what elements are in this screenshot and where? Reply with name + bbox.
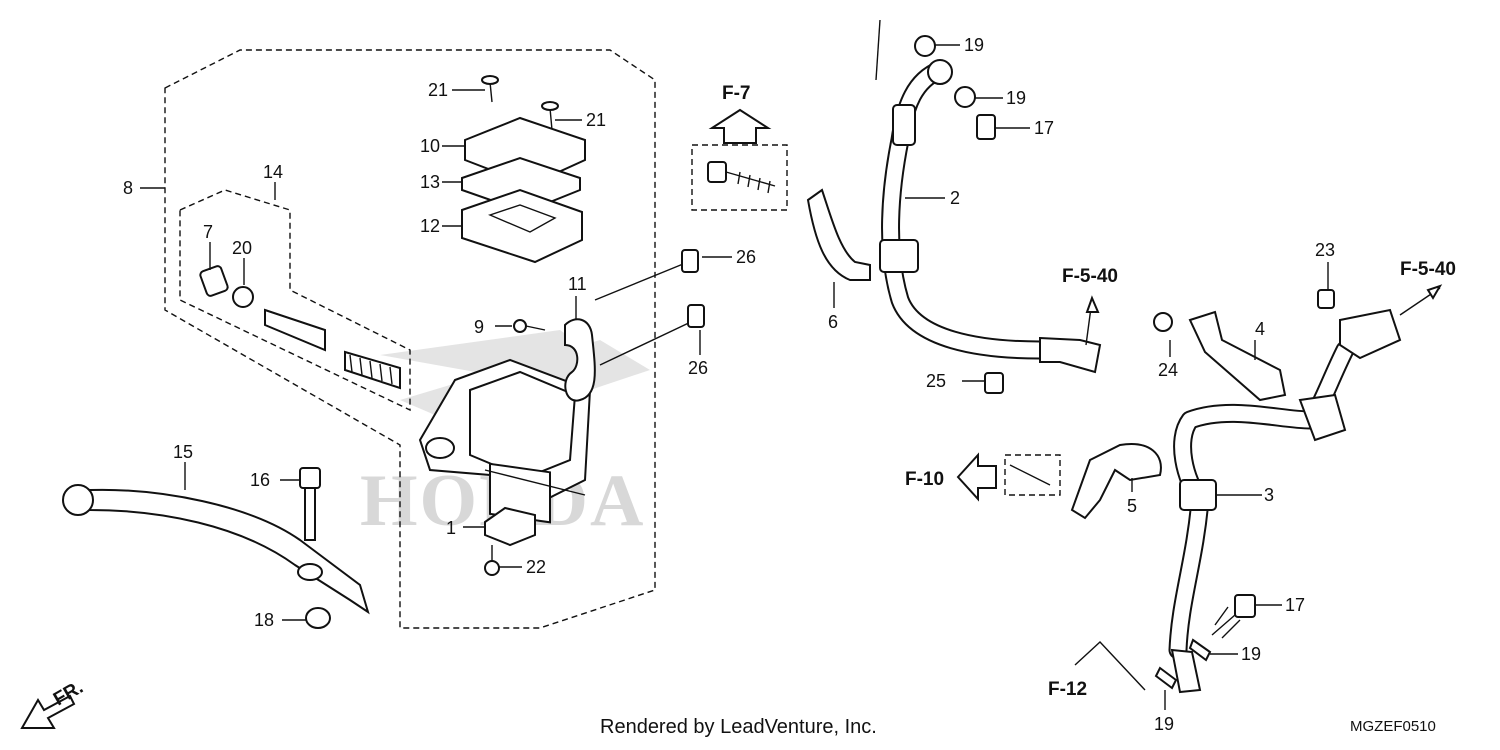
diagram-code: MGZEF0510 (1350, 718, 1436, 735)
callout-10: 10 (420, 136, 440, 156)
callout-17-upper: 17 (1034, 118, 1054, 138)
f7-bolt (707, 161, 776, 194)
clamp-bolts (594, 249, 705, 366)
callout-22: 22 (526, 557, 546, 577)
callout-17-lower: 17 (1285, 595, 1305, 615)
piston-kit (199, 265, 401, 390)
ref-f5-40-left: F-5-40 (1062, 266, 1118, 287)
callout-13: 13 (420, 172, 440, 192)
lower-brake-hose (1168, 289, 1402, 694)
callout-14: 14 (263, 162, 283, 182)
lever-pivot-nut (305, 607, 331, 629)
callout-21-right: 21 (586, 110, 606, 130)
callout-21-left: 21 (428, 80, 448, 100)
ref-f7: F-7 (722, 83, 751, 104)
callout-15: 15 (173, 442, 193, 462)
render-credit: Rendered by LeadVenture, Inc. (600, 716, 877, 738)
ref-f10: F-10 (905, 469, 944, 490)
hose-bracket (806, 188, 871, 281)
callout-19-bottom: 19 (1154, 714, 1174, 734)
callout-26-lower: 26 (688, 358, 708, 378)
callout-5: 5 (1127, 496, 1137, 516)
callout-19-second: 19 (1006, 88, 1026, 108)
ref-f12: F-12 (1048, 679, 1087, 700)
callout-23: 23 (1315, 240, 1335, 260)
callout-11: 11 (568, 274, 587, 294)
callout-3: 3 (1264, 485, 1274, 505)
callout-12: 12 (420, 216, 440, 236)
lower-banjo-fittings (1154, 594, 1256, 690)
ref-f5-40-right: F-5-40 (1400, 259, 1456, 280)
f540-left-arrowhead (1085, 295, 1100, 313)
lower-hose-bracket (1153, 310, 1287, 402)
lever-pivot-bolt (299, 467, 321, 541)
callout-4: 4 (1255, 319, 1265, 339)
upper-banjo-fittings (914, 35, 996, 140)
brake-light-switch (484, 506, 536, 547)
master-cylinder-body (418, 358, 592, 524)
brake-lever (62, 484, 370, 615)
callout-24: 24 (1158, 360, 1178, 380)
callout-7: 7 (203, 222, 213, 242)
f10-arrow (956, 452, 997, 502)
reservoir-diaphragm (461, 188, 583, 264)
callout-8: 8 (123, 178, 133, 198)
hose-clamp-bolt (984, 372, 1004, 394)
callout-6: 6 (828, 312, 838, 332)
callout-20: 20 (232, 238, 252, 258)
callout-9: 9 (474, 317, 484, 337)
callout-2: 2 (950, 188, 960, 208)
reservoir-plate (461, 156, 581, 214)
callout-19-third: 19 (1241, 644, 1261, 664)
switch-mount-screw (484, 545, 500, 576)
callout-25: 25 (926, 371, 946, 391)
f7-arrow (708, 108, 772, 144)
piston-kit-group-outline (179, 189, 411, 412)
callout-26-upper: 26 (736, 247, 756, 267)
hose-clip-bracket (1004, 443, 1162, 520)
callout-leaders (140, 44, 1329, 710)
f540-right-arrowhead (1426, 284, 1443, 300)
front-arrow (20, 694, 76, 729)
upper-brake-hose (875, 19, 1102, 374)
callout-labels: 1 2 3 4 5 6 7 8 9 10 11 12 13 14 15 16 1… (123, 35, 1335, 734)
callout-19-top: 19 (964, 35, 984, 55)
handlebar-clamp (564, 318, 596, 402)
switch-screw (513, 319, 546, 333)
callout-1: 1 (446, 518, 456, 538)
f12-leader (1074, 641, 1146, 691)
callout-18: 18 (254, 610, 274, 630)
callout-16: 16 (250, 470, 270, 490)
reservoir-screws (481, 75, 559, 131)
